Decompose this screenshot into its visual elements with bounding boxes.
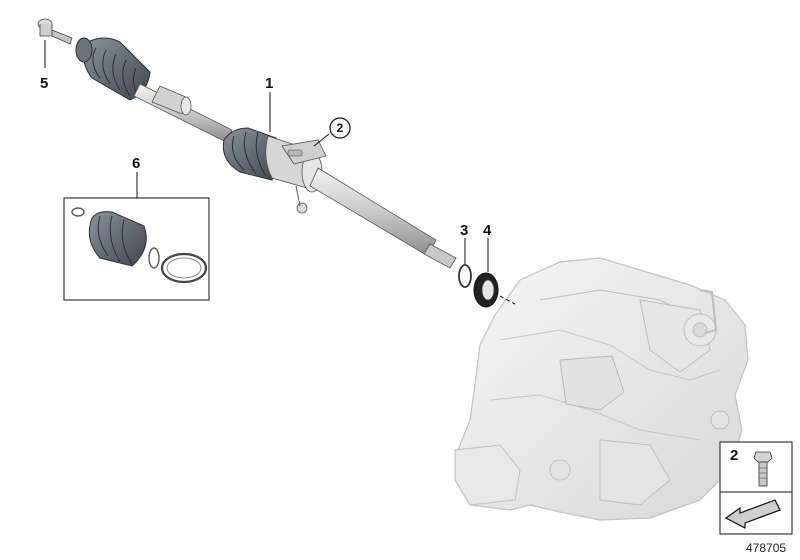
axis-line [499,295,516,305]
callout-4: 4 [483,222,492,239]
callout-5: 5 [40,75,48,92]
callout-6: 6 [132,155,140,172]
repair-kit-box [63,197,210,301]
leader-lines [44,40,489,272]
arrow-icon [724,499,781,529]
legend-arrow-box [719,491,793,535]
callout-2-circled: 2 [329,117,351,139]
snap-ring-part-3 [458,264,472,288]
transmission-housing [454,257,749,521]
bolt-part-5 [37,18,73,45]
callout-1: 1 [265,75,273,92]
inner-cv-boot [222,127,281,181]
bolt-icon [753,451,773,487]
shaft-seal-part-4 [473,272,499,308]
callout-2-label: 2 [337,121,344,135]
legend-callout-2: 2 [730,447,738,464]
drive-shaft-assembly [75,37,457,269]
legend-bolt-box: 2 [719,441,793,493]
callout-3: 3 [460,222,468,239]
document-number: 478705 [746,541,786,555]
